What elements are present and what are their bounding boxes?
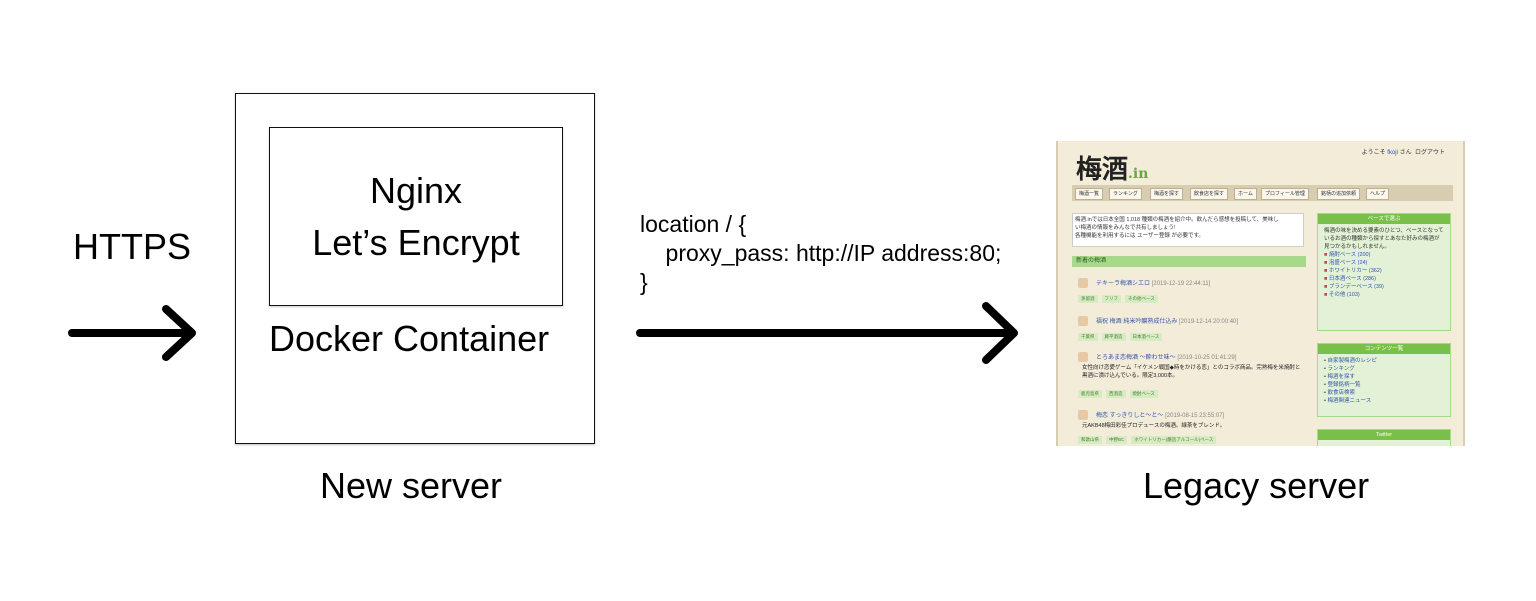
code-line-3: } (640, 269, 648, 295)
site-nav: 梅酒一覧 ランキング 梅酒を探す 飲食店を探す ホーム プロフィール管理 銘柄の… (1072, 185, 1453, 201)
bottle-icon (1078, 352, 1088, 362)
nginx-label: Nginx (369, 170, 463, 211)
code-line-1: location / { (640, 211, 747, 237)
nginx-box: Nginx Let’s Encrypt (269, 127, 563, 306)
base-link: ホワイトリカー (362) (1324, 267, 1444, 275)
contents-link: 飲食店検索 (1324, 389, 1444, 397)
nav-tab: ヘルプ (1366, 188, 1390, 200)
base-sidebar-title: ベースで選ぶ (1318, 214, 1450, 224)
contents-link: 梅酒を探す (1324, 373, 1444, 381)
legacy-server-label: Legacy server (1143, 465, 1370, 506)
contents-sidebar-title: コンテンツ一覧 (1318, 344, 1450, 354)
tag-row: 蒸留酒フリフその他ベース (1078, 295, 1158, 303)
contents-link: 自家製梅酒のレシピ (1324, 357, 1444, 365)
new-server-label: New server (320, 465, 503, 506)
twitter-sidebar-title: Twitter (1318, 430, 1450, 440)
contents-sidebar: コンテンツ一覧 自家製梅酒のレシピ ランキング 梅酒を探す 登録銘柄一覧 飲食店… (1317, 343, 1451, 417)
contents-link: 登録銘柄一覧 (1324, 381, 1444, 389)
docker-container-label: Docker Container (269, 318, 550, 359)
nav-tab: 飲食店を探す (1190, 188, 1229, 200)
tag-row: 千葉県藤平酒造日本酒ベース (1078, 333, 1163, 341)
base-sidebar: ベースで選ぶ 梅酒の味を決める要素のひとつ、ベースとなっているお酒の種類から探す… (1317, 213, 1451, 331)
base-link: ブランデーベース (39) (1324, 283, 1444, 291)
bottle-icon (1078, 410, 1088, 420)
https-arrow (68, 305, 196, 361)
base-sidebar-text: 梅酒の味を決める要素のひとつ、ベースとなっているお酒の種類から探すとあなた好みの… (1324, 228, 1444, 250)
intro-line: 各種機能を利用するには ユーザー登録 が必要です。 (1075, 233, 1204, 239)
contents-link: ランキング (1324, 365, 1444, 373)
bottle-icon (1078, 316, 1088, 326)
bottle-icon (1078, 278, 1088, 288)
nav-tab: ランキング (1109, 188, 1142, 200)
nav-tab: 梅酒を探す (1150, 188, 1184, 200)
base-link: その他 (103) (1324, 291, 1444, 299)
nav-tab: ホーム (1234, 188, 1257, 200)
base-link: 泡盛ベース (24) (1324, 259, 1444, 267)
tag-row: 鹿児島県西酒造焼酎ベース (1078, 390, 1158, 398)
intro-box: 梅酒.inでは日本全国 1,018 種類の梅酒を紹介中。飲んだら感想を投稿して、… (1072, 213, 1304, 247)
site-logo: 梅酒.in (1076, 155, 1149, 185)
welcome-text: ようこそ fkoji さん ログアウト (1361, 150, 1445, 156)
proxy-arrow (636, 302, 1018, 364)
code-line-2: proxy_pass: http://IP address:80; (640, 240, 1002, 266)
nav-tab: 銘柄の追加依頼 (1317, 188, 1361, 200)
nginx-config-snippet: location / { proxy_pass: http://IP addre… (640, 210, 1001, 297)
legacy-site-screenshot: 梅酒.in ようこそ fkoji さん ログアウト 梅酒一覧 ランキング 梅酒を… (1056, 141, 1465, 446)
intro-line: 梅酒.inでは日本全国 1,018 種類の梅酒を紹介中。飲んだら感想を投稿して、… (1075, 217, 1279, 223)
base-link: 焼酎ベース (200) (1324, 251, 1444, 259)
nav-tab: 梅酒一覧 (1075, 188, 1104, 200)
nav-tab: プロフィール管理 (1261, 188, 1309, 200)
base-link: 日本酒ベース (286) (1324, 275, 1444, 283)
new-arrivals-header: 新着の梅酒 (1072, 256, 1306, 267)
contents-link: 梅酒関連ニュース (1324, 397, 1444, 405)
https-label: HTTPS (73, 226, 192, 267)
twitter-sidebar: Twitter (1317, 429, 1451, 446)
intro-line: い梅酒の情報をみんなで共有しましょう! (1075, 225, 1176, 231)
letsencrypt-label: Let’s Encrypt (312, 222, 520, 263)
